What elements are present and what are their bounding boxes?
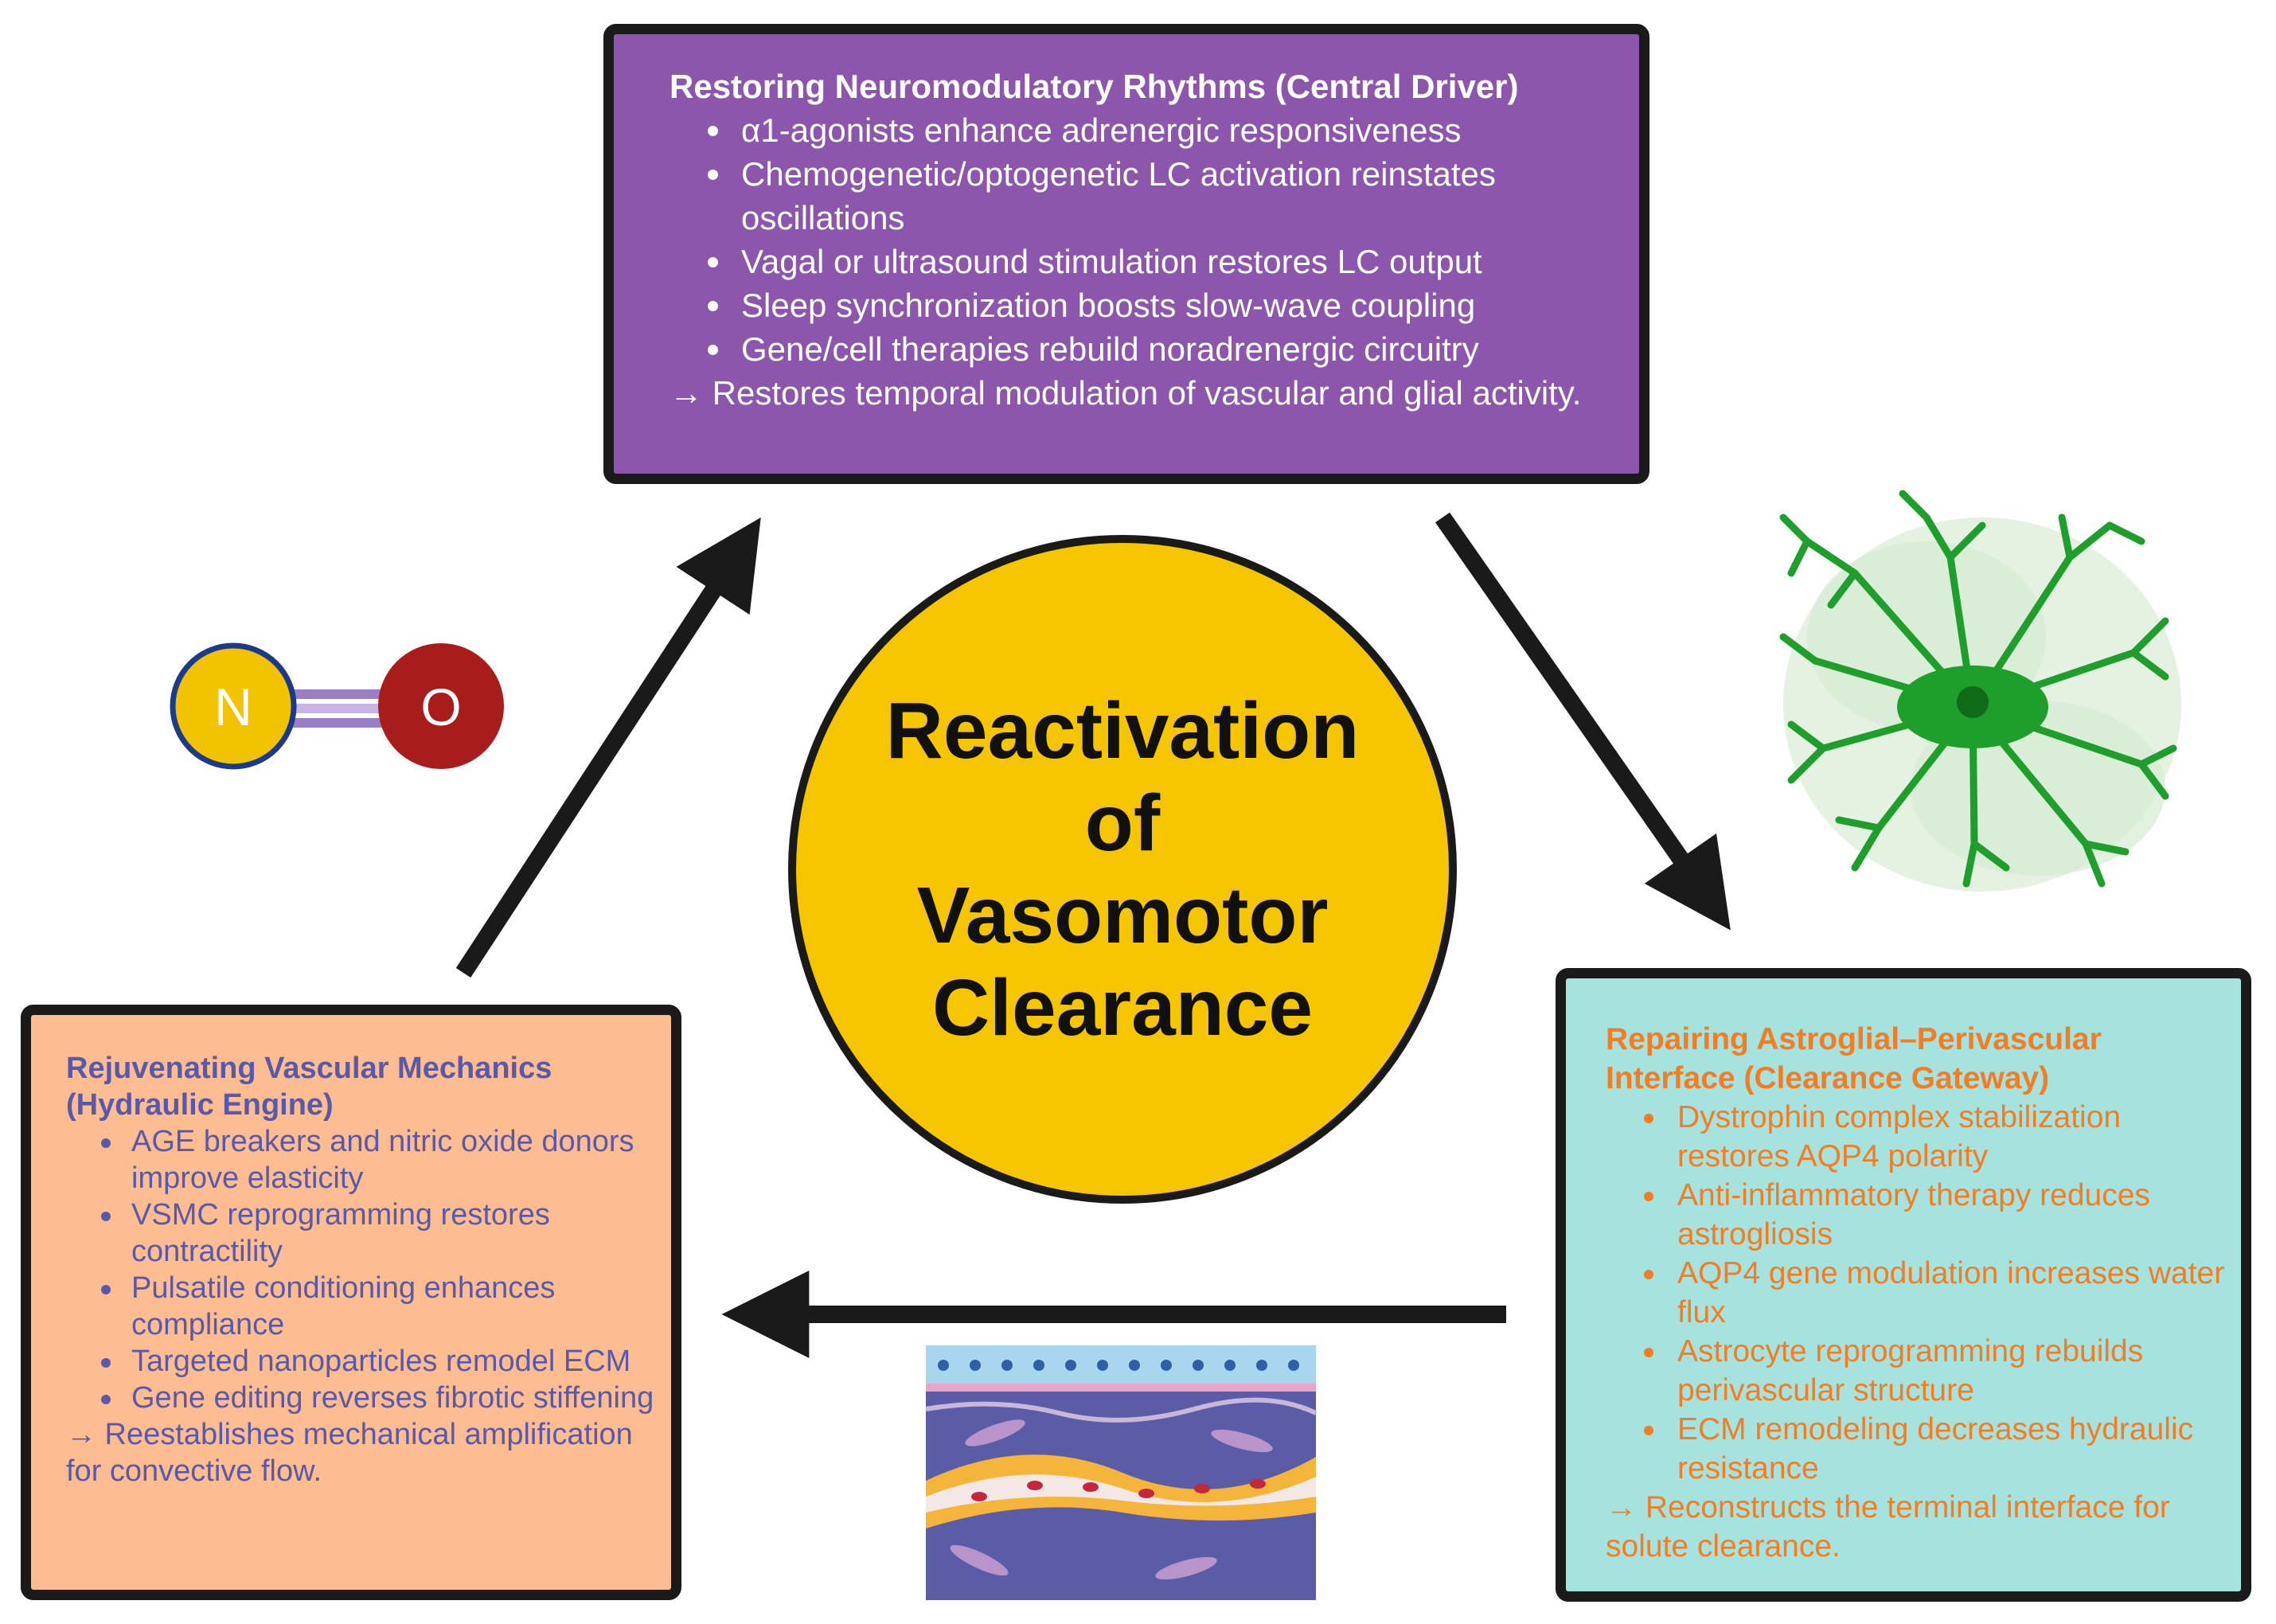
box-vascular-mechanics: Rejuvenating Vascular Mechanics (Hydraul… — [21, 1005, 681, 1600]
box-summary: → Reconstructs the terminal interface fo… — [1606, 1490, 2170, 1563]
bullet-list: AGE breakers and nitric oxide donors imp… — [101, 1123, 655, 1416]
list-item: α1-agonists enhance adrenergic responsiv… — [708, 108, 1609, 152]
list-item: Sleep synchronization boosts slow-wave c… — [708, 283, 1609, 327]
box-summary: → Restores temporal modulation of vascul… — [670, 374, 1582, 412]
box-title: Restoring Neuromodulatory Rhythms (Centr… — [670, 68, 1519, 105]
list-item: Dystrophin complex stabilization restore… — [1644, 1098, 2235, 1176]
list-item: Gene/cell therapies rebuild noradrenergi… — [708, 327, 1609, 371]
box-title: Repairing Astroglial–Perivascular Interf… — [1606, 1022, 2102, 1095]
list-item: VSMC reprogramming restores contractilit… — [101, 1197, 655, 1270]
list-item: Chemogenetic/optogenetic LC activation r… — [708, 152, 1609, 240]
arrow-left-to-top — [455, 517, 761, 978]
list-item: Vagal or ultrasound stimulation restores… — [708, 240, 1609, 283]
box-astroglial-interface: Repairing Astroglial–Perivascular Interf… — [1556, 968, 2251, 1602]
list-item: AGE breakers and nitric oxide donors imp… — [101, 1123, 655, 1197]
arrow-top-to-right — [1435, 512, 1731, 931]
list-item: ECM remodeling decreases hydraulic resis… — [1644, 1410, 2235, 1488]
box-neuromodulatory-rhythms: Restoring Neuromodulatory Rhythms (Centr… — [603, 24, 1649, 484]
list-item: AQP4 gene modulation increases water flu… — [1644, 1254, 2235, 1332]
list-item: Anti-inflammatory therapy reduces astrog… — [1644, 1176, 2235, 1254]
list-item: Astrocyte reprogramming rebuilds perivas… — [1644, 1332, 2235, 1410]
bullet-list: α1-agonists enhance adrenergic responsiv… — [708, 108, 1609, 371]
list-item: Pulsatile conditioning enhances complian… — [101, 1270, 655, 1343]
box-title: Rejuvenating Vascular Mechanics (Hydraul… — [66, 1052, 552, 1122]
box-summary: → Reestablishes mechanical amplification… — [66, 1418, 633, 1488]
center-title: Reactivation of Vasomotor Clearance — [885, 686, 1360, 1052]
center-circle: Reactivation of Vasomotor Clearance — [788, 535, 1457, 1204]
bullet-list: Dystrophin complex stabilization restore… — [1644, 1098, 2235, 1488]
list-item: Targeted nanoparticles remodel ECM — [101, 1343, 655, 1380]
list-item: Gene editing reverses fibrotic stiffenin… — [101, 1381, 654, 1415]
